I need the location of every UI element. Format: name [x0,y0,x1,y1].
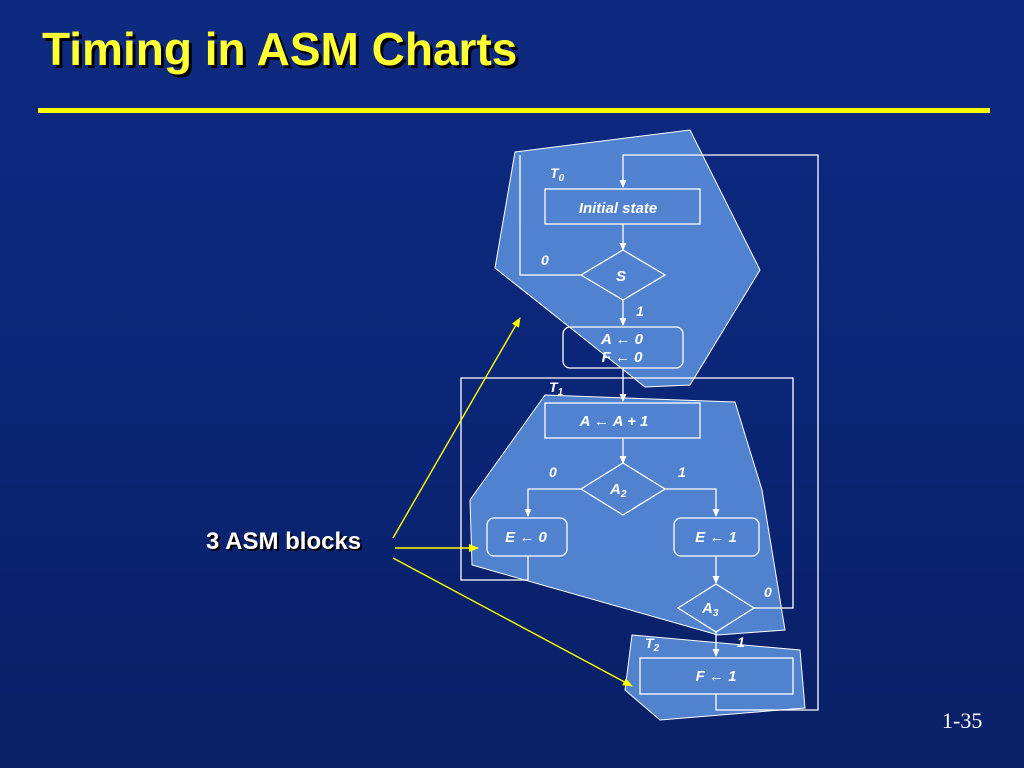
s-zero-label: 0 [541,252,549,268]
a-clear-text: A ← 0 [600,331,644,348]
a2-one-label: 1 [678,464,686,480]
state-label-t2: T2 [645,635,660,654]
a3-zero-loop-line [623,377,794,609]
asm-block-2-region [469,394,786,636]
a3-decision-text: A3 [701,600,719,619]
slide-number: 1-35 [942,708,983,733]
state-label-t0: T0 [550,165,565,184]
clear-registers-box [562,326,684,369]
a3-one-label: 1 [737,634,745,650]
slide-title: Timing in ASM Charts [42,23,518,75]
a3-decision-diamond [676,583,756,633]
e-set-text: E ← 1 [695,529,737,546]
callout-arrow-block-1 [392,317,521,539]
a2-one-branch-line [665,488,720,517]
increment-a-box [544,402,701,439]
a2-zero-branch-line [524,488,581,517]
s-decision-text: S [616,268,626,285]
title-divider [38,108,990,113]
a2-zero-label: 0 [549,464,557,480]
asm-blocks-label: 3 ASM blocks [206,528,362,555]
s-one-label: 1 [636,303,644,319]
f-set-box [639,657,794,695]
a3-zero-label: 0 [764,584,772,600]
s-zero-loop-line [519,155,581,276]
initial-state-text: Initial state [579,200,657,217]
f-clear-text: F ← 0 [602,349,643,366]
e-set-box [673,517,760,557]
asm-block-1-region [494,129,761,388]
e-clear-text: E ← 0 [505,529,547,546]
t1-loop-line [460,377,623,581]
initial-state-box [544,188,701,225]
a2-decision-text: A2 [609,481,627,500]
state-label-t1: T1 [549,379,564,398]
a2-decision-diamond [579,462,667,516]
f-set-text: F ← 1 [696,668,737,685]
s-decision-diamond [579,249,667,301]
a-increment-text: A ← A + 1 [579,413,649,430]
callout-arrow-block-3 [392,557,633,687]
return-loop-line [619,154,819,711]
e-clear-box [486,517,568,557]
